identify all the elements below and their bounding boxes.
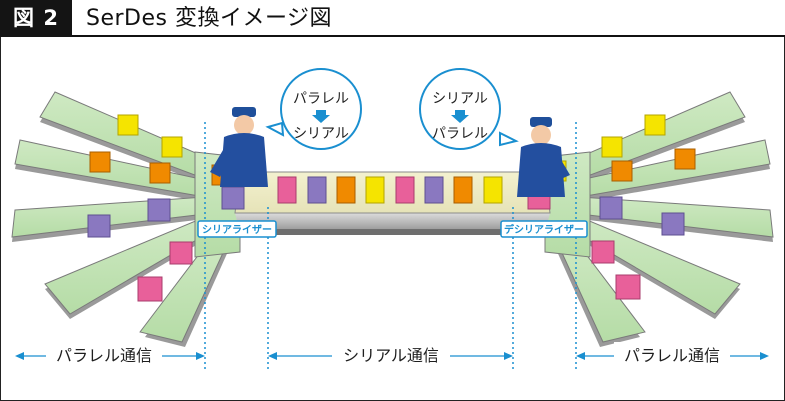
box-yellow (365, 176, 385, 204)
span-center-label: シリアル通信 (343, 346, 439, 365)
deserializer-tag-label: デシリアライザー (504, 223, 584, 236)
arrow-right-icon (504, 352, 513, 360)
box-pink (615, 274, 641, 300)
box-purple (307, 176, 327, 204)
boundary-lines (204, 122, 577, 372)
box-purple (599, 196, 623, 220)
arrow-down-icon (451, 110, 469, 123)
box-purple (221, 186, 245, 210)
box-pink (137, 276, 163, 302)
bubble-right: シリアル パラレル (419, 68, 519, 150)
span-left-label: パラレル通信 (56, 346, 152, 365)
figure-title: SerDes 変換イメージ図 (86, 6, 333, 31)
box-yellow (644, 114, 666, 136)
span-right: パラレル通信 (576, 342, 769, 365)
box-orange (89, 151, 111, 173)
box-purple (661, 212, 685, 236)
arrow-left-icon (576, 352, 585, 360)
arrow-right-icon (196, 352, 205, 360)
box-purple (424, 176, 444, 204)
arrow-right-icon (760, 352, 769, 360)
figure-number: 図 2 (0, 0, 72, 37)
arrow-down-icon (312, 110, 330, 123)
box-pink (395, 176, 415, 204)
serializer-tag: シリアライザー (197, 220, 277, 238)
bubble-right-top: シリアル (432, 91, 488, 107)
arrow-left-icon (15, 352, 24, 360)
serializer-tag-label: シリアライザー (202, 224, 272, 236)
span-center: シリアル通信 (268, 342, 513, 365)
bubble-left-bottom: シリアル (293, 126, 349, 142)
span-left: パラレル通信 (15, 342, 205, 365)
serializer-worker (210, 107, 268, 187)
box-orange (611, 160, 633, 182)
box-yellow (601, 136, 623, 158)
box-purple (147, 198, 171, 222)
box-orange (453, 176, 473, 204)
box-yellow (483, 176, 503, 204)
arrow-left-icon (268, 352, 277, 360)
span-right-label: パラレル通信 (624, 346, 720, 365)
box-yellow (117, 114, 139, 136)
box-orange (674, 148, 696, 170)
bubble-left: パラレル シリアル (265, 68, 362, 150)
bubble-left-top: パラレル (293, 91, 349, 107)
box-pink (277, 176, 297, 204)
deserializer-worker (517, 117, 570, 197)
box-yellow (161, 136, 183, 158)
serial-boxes (277, 176, 503, 204)
box-pink (169, 241, 193, 265)
box-purple (87, 214, 111, 238)
box-pink (591, 240, 615, 264)
box-orange (149, 162, 171, 184)
serdes-illustration: パラレル シリアル シリアル パラレル シリアライザー デシリアライザー パラレ… (11, 68, 774, 372)
box-orange (336, 176, 356, 204)
figure-header: 図 2 SerDes 変換イメージ図 (0, 0, 785, 37)
bubble-right-bottom: パラレル (432, 126, 488, 142)
deserializer-tag: デシリアライザー (500, 220, 588, 238)
